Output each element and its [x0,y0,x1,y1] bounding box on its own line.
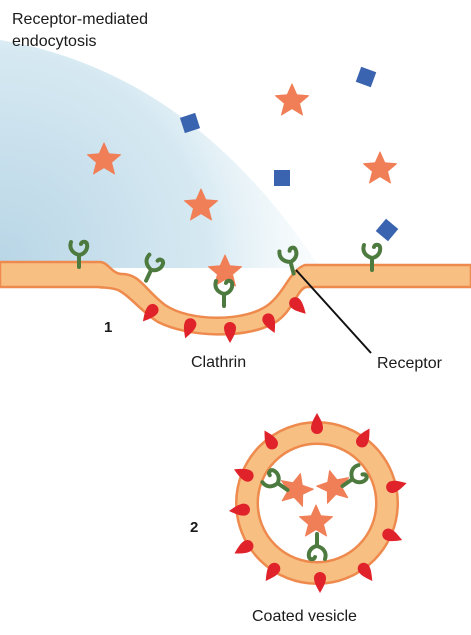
diagram-title: Receptor-mediated endocytosis [12,11,149,50]
blue-square-molecule-icon [375,218,399,242]
blue-square-molecule-icon [274,170,290,186]
y-shaped-receptor-icon [306,532,328,562]
blue-square-molecule-icon [355,66,377,88]
coated-vesicle-label: Coated vesicle [252,608,357,625]
clathrin-label: Clathrin [191,354,247,371]
receptor-leader-line [295,269,372,354]
blue-square-molecule-icon [179,112,201,134]
step-1-label: 1 [104,319,113,336]
plasma-membrane [0,260,471,336]
receptor-label: Receptor [377,355,442,372]
step-2-label: 2 [190,519,199,536]
star-ligand-icon [275,83,309,116]
star-ligand-icon [313,465,355,506]
star-ligand-icon [299,504,333,537]
other-molecules [179,66,399,242]
extracellular-fluid-shading [0,40,320,268]
vesicle-membrane-fill [237,423,397,583]
star-ligand-icon [363,151,397,184]
y-shaped-receptor-icon [213,278,235,308]
vesicle-ligands [275,465,355,537]
